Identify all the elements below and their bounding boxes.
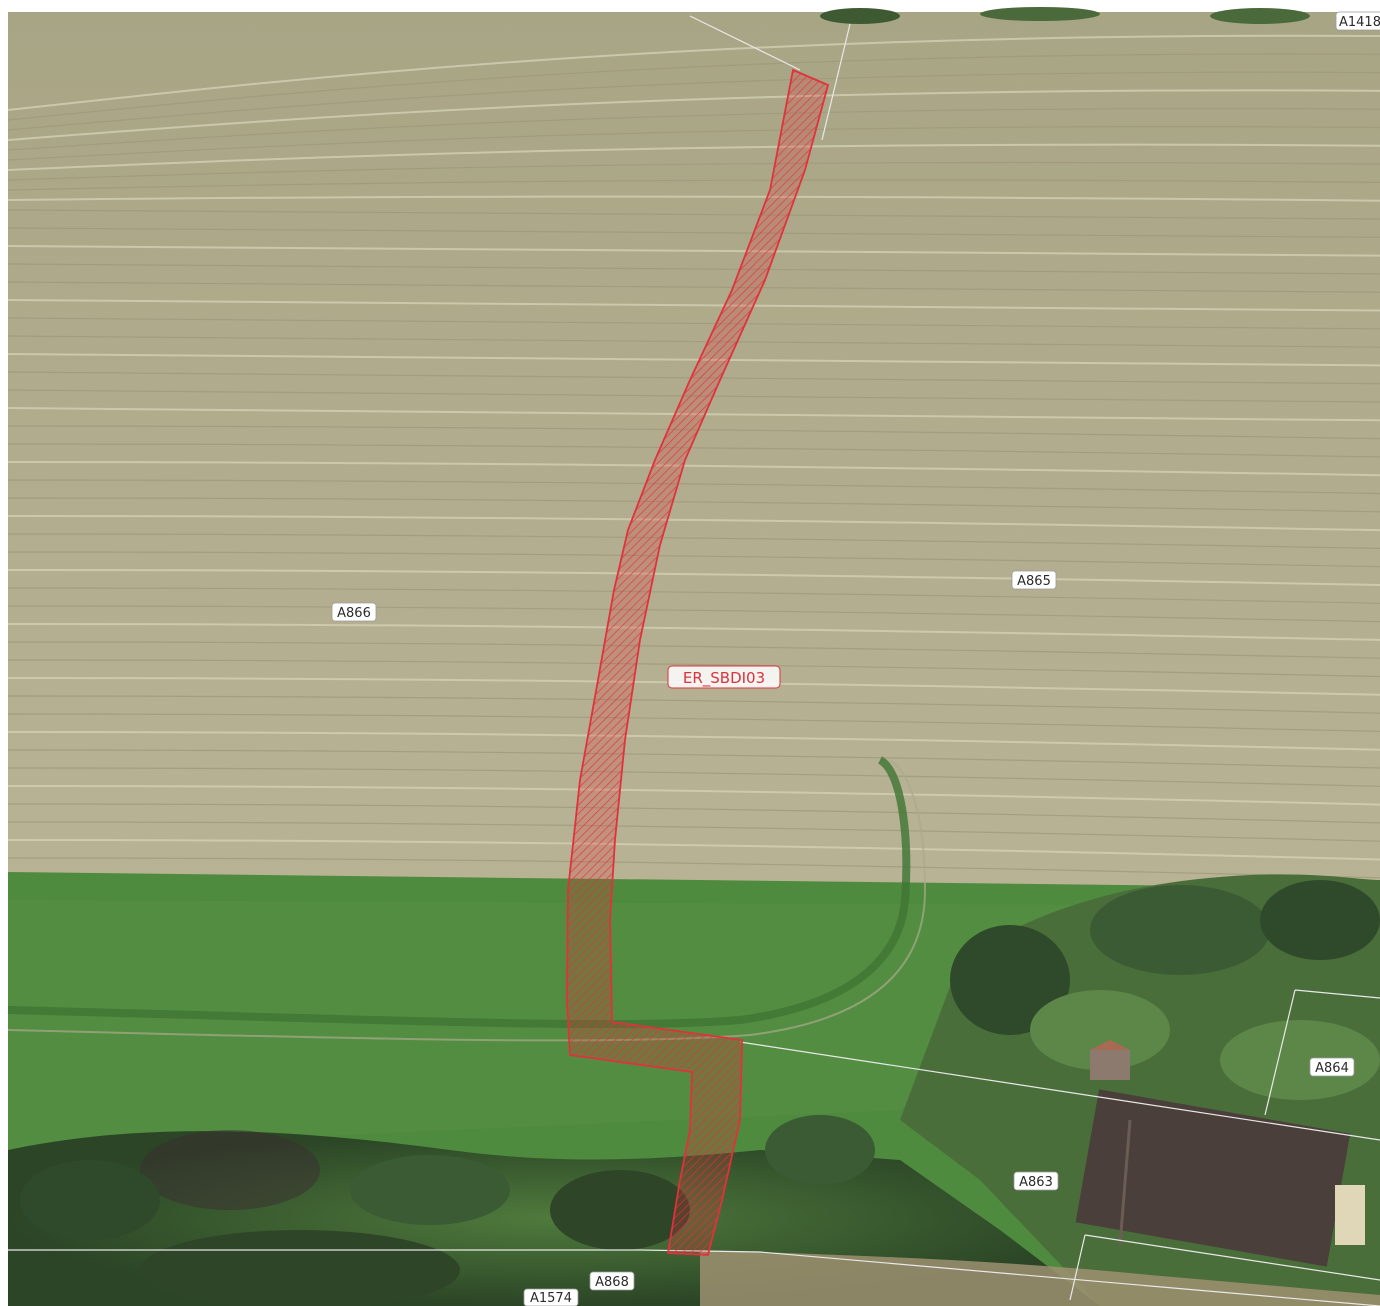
svg-text:A864: A864 xyxy=(1315,1061,1349,1076)
svg-text:A868: A868 xyxy=(595,1275,629,1290)
mowing-stripe xyxy=(7,461,1380,477)
mowing-stripe xyxy=(7,857,1380,879)
parcel-label-a1418[interactable]: A1418 xyxy=(1335,11,1380,31)
mowing-stripe xyxy=(7,641,1380,659)
tree-line-top xyxy=(820,7,1310,24)
mowing-stripe xyxy=(7,195,1380,202)
mowing-stripe xyxy=(7,677,1380,696)
mowing-stripe xyxy=(7,713,1380,732)
mowing-stripe xyxy=(7,749,1380,769)
route-corridor[interactable] xyxy=(566,68,830,1256)
dirt-path xyxy=(700,1250,1380,1306)
tractor-track xyxy=(7,756,911,1029)
parcel-label-a866[interactable]: A866 xyxy=(331,602,377,622)
mowing-stripe xyxy=(7,443,1380,458)
mowing-stripe xyxy=(7,731,1380,751)
mowing-stripe xyxy=(7,533,1380,549)
route-label[interactable]: ER_SBDI03 xyxy=(667,665,781,689)
mowing-stripe xyxy=(7,479,1380,495)
mowing-stripe xyxy=(7,143,1380,171)
parcel-label-a863[interactable]: A863 xyxy=(1013,1171,1059,1191)
mowing-stripe xyxy=(7,515,1380,532)
svg-text:A865: A865 xyxy=(1017,574,1051,589)
mowing-stripe xyxy=(7,179,1380,191)
mowing-stripe xyxy=(7,785,1380,806)
mowing-stripe xyxy=(7,623,1380,641)
mowing-stripe xyxy=(7,821,1380,842)
mowing-stripe xyxy=(7,767,1380,787)
route-label-text: ER_SBDI03 xyxy=(683,669,765,688)
mowing-stripe xyxy=(7,695,1380,714)
mowing-stripe xyxy=(7,34,1380,111)
parcel-label-a868[interactable]: A868 xyxy=(589,1271,635,1291)
mowing-stripe xyxy=(7,569,1380,586)
parcel-label-a1574[interactable]: A1574 xyxy=(523,1288,579,1306)
mowing-stripe xyxy=(7,839,1380,861)
mowing-stripe xyxy=(7,53,1380,121)
mowing-stripe xyxy=(7,497,1380,513)
farm-buildings xyxy=(1075,1040,1365,1267)
mowing-stripe xyxy=(7,71,1380,131)
mowing-stripe xyxy=(7,89,1380,141)
mowing-stripe xyxy=(7,659,1380,678)
mowing-stripe xyxy=(7,107,1380,151)
route-corridor-tint xyxy=(567,70,828,1255)
mowing-stripe xyxy=(7,605,1380,623)
mowing-stripe xyxy=(7,803,1380,824)
tractor-track-2 xyxy=(7,759,927,1042)
parcel-label-a865[interactable]: A865 xyxy=(1011,570,1057,590)
mowing-stripe xyxy=(7,161,1380,181)
mowing-stripe xyxy=(7,551,1380,568)
svg-text:A1574: A1574 xyxy=(530,1291,572,1306)
svg-text:A863: A863 xyxy=(1019,1175,1053,1190)
svg-text:A1418: A1418 xyxy=(1339,15,1380,30)
svg-text:A866: A866 xyxy=(337,606,371,621)
parcel-label-a864[interactable]: A864 xyxy=(1309,1057,1355,1077)
mowing-stripe xyxy=(7,126,1380,161)
mowing-stripe xyxy=(7,587,1380,604)
mowing-stripe xyxy=(7,425,1380,440)
